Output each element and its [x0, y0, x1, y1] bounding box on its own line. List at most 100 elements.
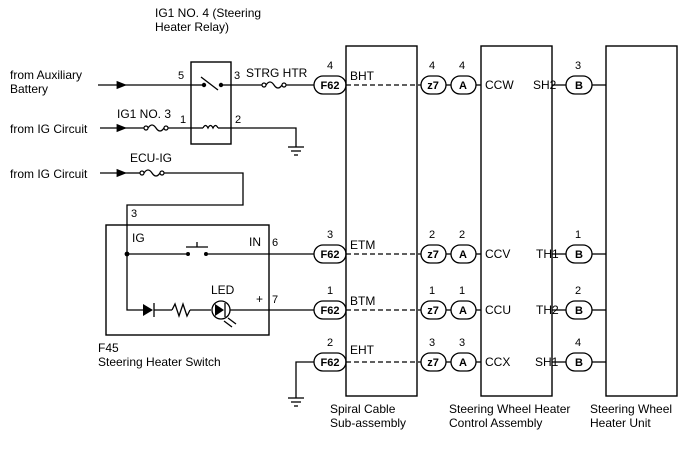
control-row-ccv: 2 2 z7 A CCV	[420, 229, 510, 264]
control-row-ccw: 4 4 z7 A CCW	[420, 60, 514, 95]
spiral-pin: 4	[327, 60, 333, 72]
relay-coil	[191, 124, 231, 130]
control-pin-a: 4	[459, 60, 465, 72]
switch-name: Steering Heater Switch	[98, 355, 221, 369]
control-signal: CCU	[485, 303, 511, 317]
connector-f62-label: F62	[321, 80, 340, 92]
spiral-cable-box	[345, 45, 418, 397]
control-pin-a: 1	[459, 285, 465, 297]
heater-pin: 4	[575, 337, 581, 349]
connector-a-label: A	[459, 305, 467, 317]
control-signal: CCX	[485, 355, 510, 369]
eht-ground-wire	[295, 361, 314, 398]
heater-row-sh1: SH1 4 B	[535, 337, 606, 372]
relay-title-line2: Heater Relay)	[155, 20, 229, 34]
led-label: LED	[211, 283, 235, 297]
relay-switch-contact	[191, 76, 231, 91]
switch-internal-ig	[126, 225, 143, 311]
diode-icon	[143, 303, 155, 317]
heater-row-th1: TH1 1 B	[536, 229, 606, 264]
relay-pin-5: 5	[178, 70, 184, 82]
connector-a-label: A	[459, 357, 467, 369]
control-row-ccu: 1 1 z7 A CCU	[420, 285, 511, 320]
resistor-icon	[171, 301, 191, 319]
connector-b-label: B	[575, 249, 583, 261]
source-ig2: from IG Circuit	[10, 167, 88, 181]
source-aux-line2: Battery	[10, 82, 48, 96]
fuse-ig1no3-label: IG1 NO. 3	[117, 107, 171, 121]
control-assembly-box	[480, 45, 553, 397]
ecu-ig-wire	[126, 172, 244, 225]
switch-pin-led-num: 7	[272, 294, 278, 306]
heater-pin: 2	[575, 285, 581, 297]
source-ig1: from IG Circuit	[10, 122, 88, 136]
connector-z7-label: z7	[427, 305, 439, 317]
connector-b-label: B	[575, 357, 583, 369]
switch-box	[105, 224, 270, 336]
fuse-ecu-ig	[139, 169, 165, 177]
source-aux-line1: from Auxiliary	[10, 68, 82, 82]
spiral-pin: 3	[327, 229, 333, 241]
ground-icon	[288, 146, 304, 156]
connector-f62-label: F62	[321, 305, 340, 317]
connector-b-label: B	[575, 305, 583, 317]
spiral-pin: 2	[327, 337, 333, 349]
spiral-signal: BHT	[350, 69, 375, 83]
spiral-row-eht: 2 F62 EHT	[313, 337, 421, 372]
relay-ground-wire	[231, 127, 297, 147]
connector-z7-label: z7	[427, 80, 439, 92]
heater-signal: TH1	[536, 247, 559, 261]
ground-icon	[288, 397, 304, 407]
spiral-pin: 1	[327, 285, 333, 297]
heater-line1: Steering Wheel	[590, 402, 672, 416]
relay-pin-2: 2	[235, 114, 241, 126]
relay-box	[190, 61, 232, 145]
connector-b-label: B	[575, 80, 583, 92]
heater-row-sh2: SH2 3 B	[533, 60, 606, 95]
connector-z7-label: z7	[427, 357, 439, 369]
fuse-strg-htr-label: STRG HTR	[246, 66, 308, 80]
control-pin-a: 3	[459, 337, 465, 349]
spiral-line1: Spiral Cable	[330, 402, 396, 416]
switch-pin-in-label: IN	[249, 235, 261, 249]
relay-pin-3: 3	[234, 70, 240, 82]
switch-pin-ig-num: 3	[131, 208, 137, 220]
control-row-ccx: 3 3 z7 A CCX	[420, 337, 510, 372]
spiral-signal: ETM	[350, 238, 375, 252]
control-pin-z: 4	[429, 60, 435, 72]
control-line2: Control Assembly	[449, 416, 542, 430]
fuse-ig1no3	[143, 124, 169, 132]
fuse-strg-htr	[261, 81, 287, 89]
heater-pin: 3	[575, 60, 581, 72]
heater-row-th2: TH2 2 B	[536, 285, 606, 320]
push-switch-icon	[186, 242, 208, 256]
heater-pin: 1	[575, 229, 581, 241]
connector-f62-label: F62	[321, 357, 340, 369]
heater-signal: SH2	[533, 78, 557, 92]
control-pin-a: 2	[459, 229, 465, 241]
spiral-row-btm: 1 F62 BTM	[313, 285, 421, 320]
switch-code: F45	[98, 341, 119, 355]
heater-signal: SH1	[535, 355, 559, 369]
led-plus: +	[256, 292, 263, 306]
relay-pin-1: 1	[180, 114, 186, 126]
spiral-signal: BTM	[350, 294, 375, 308]
heater-unit-box	[605, 45, 678, 397]
control-pin-z: 1	[429, 285, 435, 297]
connector-z7-label: z7	[427, 249, 439, 261]
control-pin-z: 2	[429, 229, 435, 241]
spiral-signal: EHT	[350, 343, 375, 357]
control-pin-z: 3	[429, 337, 435, 349]
connector-a-label: A	[459, 249, 467, 261]
switch-pin-in-num: 6	[272, 237, 278, 249]
spiral-row-bht: 4 F62 BHT	[313, 60, 421, 95]
connector-f62-label: F62	[321, 249, 340, 261]
heater-signal: TH2	[536, 303, 559, 317]
control-line1: Steering Wheel Heater	[449, 402, 570, 416]
fuse-ecu-ig-label: ECU-IG	[130, 151, 172, 165]
control-signal: CCV	[485, 247, 510, 261]
connector-a-label: A	[459, 80, 467, 92]
led-icon	[211, 300, 237, 328]
control-signal: CCW	[485, 78, 514, 92]
